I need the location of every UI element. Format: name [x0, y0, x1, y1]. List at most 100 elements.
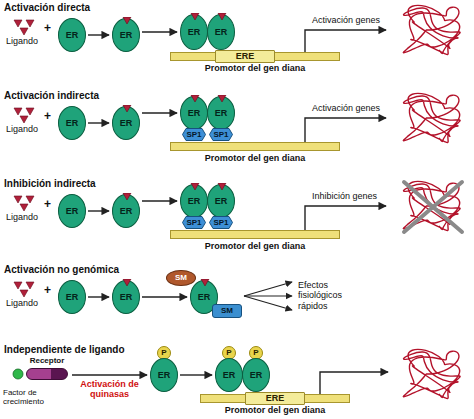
node-label: ER [188, 108, 201, 118]
arrow-connector [88, 296, 109, 297]
receptor-ellipse: ER [112, 106, 140, 140]
ligand-label: Ligando [6, 298, 38, 308]
ligand-symbol [14, 282, 22, 289]
outcome-label: Efectos fisiológicos rápidos [298, 280, 360, 311]
outcome-label: Activación genes [312, 15, 380, 25]
receptor-ellipse: ER [207, 14, 235, 50]
node-label: SP1 [213, 130, 228, 139]
arrow-connector [142, 296, 187, 297]
promoter-band: Promotor del gen dianaERE [200, 394, 350, 416]
transcription-arrow [305, 118, 386, 142]
promoter-band: Promotor del gen dianaERE [170, 52, 340, 74]
receptor-ellipse: ER [58, 18, 86, 52]
node-label: SP1 [186, 218, 201, 227]
growth-factor-dot [13, 369, 23, 379]
node-label: ER [188, 196, 201, 206]
bound-ligand [217, 13, 227, 21]
arrow-connector [88, 122, 109, 123]
node-label: SP1 [213, 218, 228, 227]
ligand-symbol [26, 282, 34, 289]
arrow-connector [180, 374, 212, 375]
receptor-ellipse: ER [180, 96, 208, 130]
arrow-connector [72, 374, 147, 375]
membrane-receptor: Receptor [24, 356, 70, 380]
promoter-band: Promotor del gen diana [170, 230, 340, 252]
response-element-box: ERE [215, 50, 275, 63]
sm-protein: SM [166, 270, 196, 286]
outcome-label: Activación genes [312, 103, 380, 113]
node-label: Receptor [24, 356, 70, 366]
arrow-connector [142, 31, 177, 32]
growth-factor-label: Factor de crecimiento [3, 388, 57, 406]
node-label: P [226, 348, 231, 357]
bound-ligand [200, 279, 210, 287]
protein-illustration [403, 93, 460, 142]
ligand-symbol [26, 196, 34, 203]
node-label: ER [66, 292, 79, 302]
receptor-ellipse: ER [58, 194, 86, 228]
node-label: ER [223, 370, 236, 380]
sp1-hexagon: SP1 [182, 128, 206, 141]
node-label: ER [66, 30, 79, 40]
section-title: Activación no genómica [4, 264, 119, 276]
effect-arrow [244, 296, 292, 310]
bound-ligand [217, 183, 227, 191]
receptor-ellipse: ER [58, 106, 86, 140]
sp1-hexagon: SP1 [209, 216, 233, 229]
node-label: ER [215, 27, 228, 37]
receptor-ellipse: ER [242, 358, 270, 392]
ligand-symbol [20, 116, 28, 123]
transcription-arrow [305, 30, 386, 52]
ligand-symbol [20, 28, 28, 35]
receptor-ellipse: ER [112, 18, 140, 52]
arrow-connector [88, 210, 109, 211]
receptor-ellipse: ER [207, 96, 235, 130]
node-label: ER [120, 206, 133, 216]
bound-ligand [122, 17, 132, 25]
receptor-ellipse: ER [180, 184, 208, 218]
ligand-symbol [26, 108, 34, 115]
promoter-band: Promotor del gen diana [170, 142, 340, 164]
plus-sign: + [44, 284, 51, 298]
node-label: ER [198, 292, 211, 302]
section-title: Inhibición indirecta [4, 178, 96, 190]
transcription-arrow [320, 372, 388, 394]
effect-arrow [244, 282, 292, 296]
node-label: ER [66, 206, 79, 216]
ligand-symbol [20, 290, 28, 297]
sp1-hexagon: SP1 [182, 216, 206, 229]
node-label: ER [188, 27, 201, 37]
node-label: ER [250, 370, 263, 380]
node-label: ER [215, 196, 228, 206]
node-label: ER [120, 30, 133, 40]
ligand-symbol [26, 20, 34, 27]
promoter-bar [170, 142, 340, 151]
arrow-connector [142, 112, 177, 113]
node-label: ER [120, 118, 133, 128]
promoter-label: Promotor del gen diana [170, 142, 340, 163]
ligand-symbol [14, 20, 22, 27]
receptor-ellipse: ER [58, 280, 86, 314]
plus-sign: + [44, 198, 51, 212]
node-label: ERE [236, 51, 255, 61]
node-label: SM [175, 273, 187, 282]
response-element-box: ERE [245, 392, 305, 405]
node-label: ERE [266, 393, 285, 403]
section-title: Independiente de ligando [4, 344, 125, 356]
node-label: ER [120, 292, 133, 302]
protein-illustration [403, 5, 460, 54]
receptor-ellipse: ER [215, 358, 243, 392]
ligand-symbol [14, 108, 22, 115]
node-label: P [253, 348, 258, 357]
plus-sign: + [44, 110, 51, 124]
inhibition-cross [404, 182, 462, 232]
transcription-arrow [305, 206, 386, 230]
section-title: Activación directa [4, 2, 90, 14]
node-label: SP1 [186, 130, 201, 139]
plus-sign: + [44, 22, 51, 36]
ligand-label: Ligando [6, 212, 38, 222]
receptor-ellipse: ER [150, 358, 178, 392]
effect-arrow [244, 295, 292, 296]
outcome-label: Inhibición genes [312, 191, 377, 201]
